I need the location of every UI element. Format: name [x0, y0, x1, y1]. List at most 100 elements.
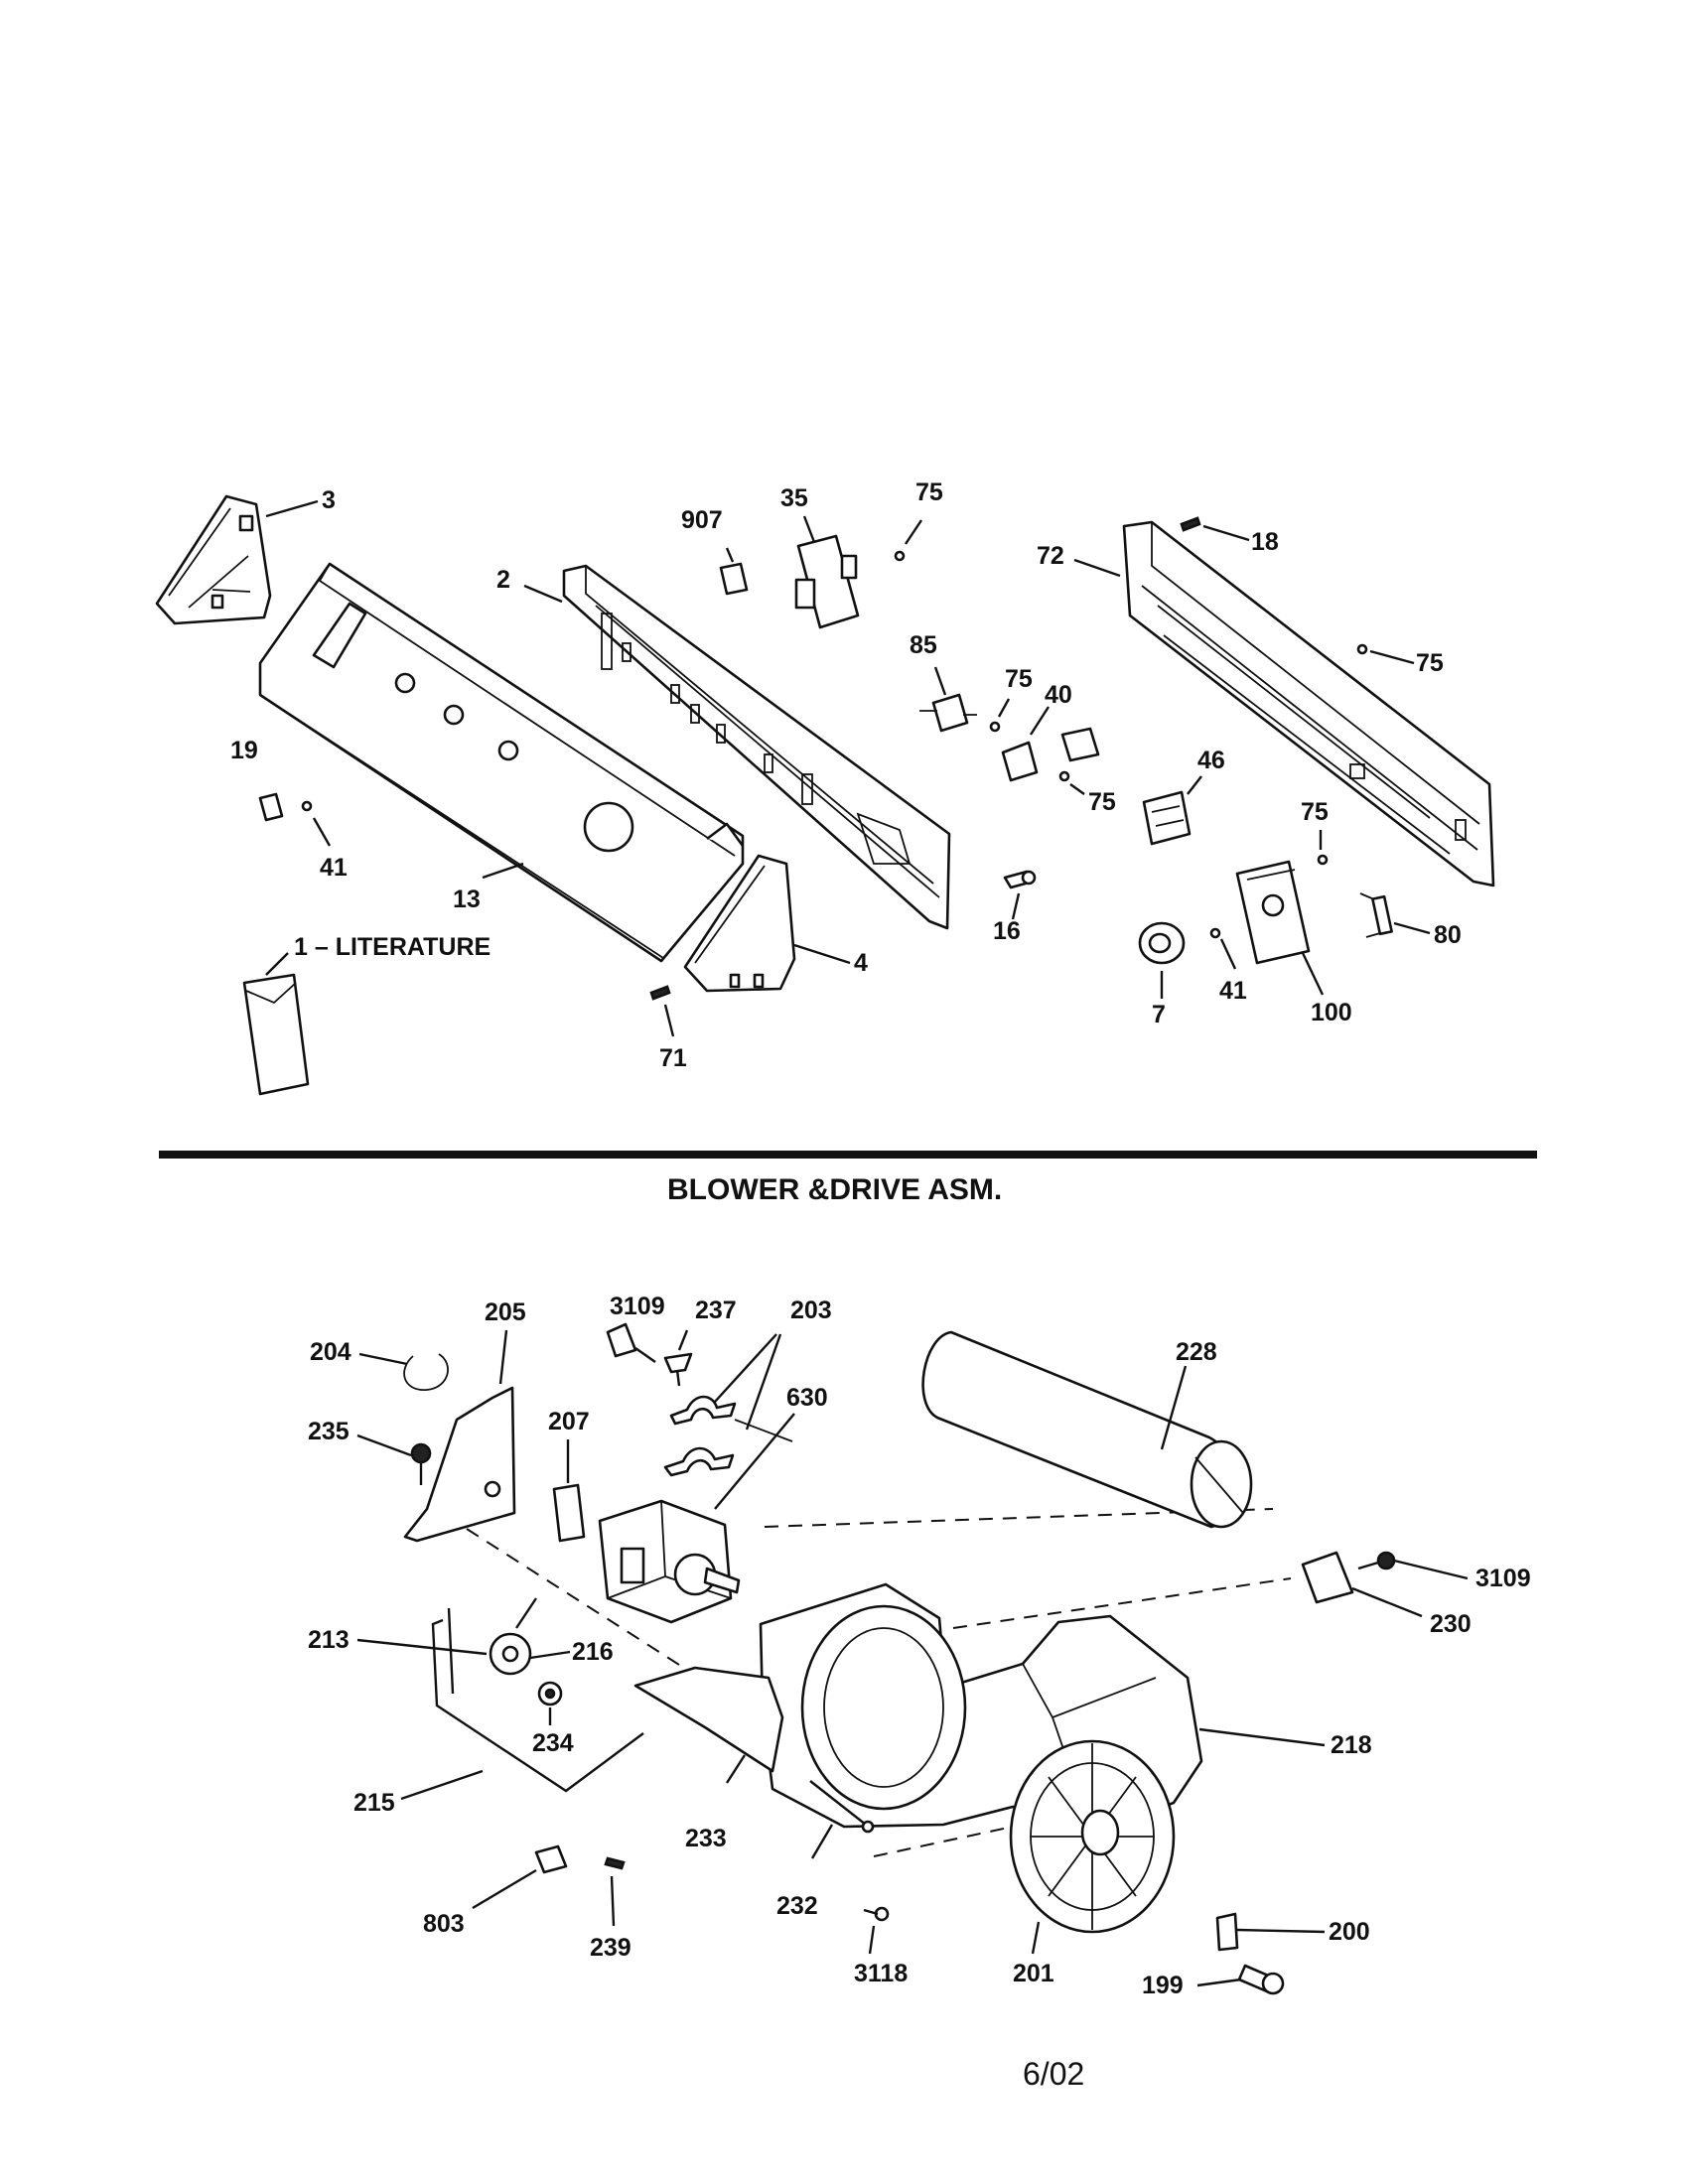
- callout-204: 204: [310, 1338, 351, 1366]
- callout-35: 35: [780, 484, 808, 512]
- callout-218: 218: [1331, 1731, 1372, 1759]
- part-228-duct: [921, 1330, 1253, 1529]
- part-204-clip: [403, 1353, 449, 1391]
- callout-75-mid: 75: [1005, 665, 1033, 693]
- callout-18: 18: [1251, 528, 1279, 556]
- callout-630: 630: [786, 1384, 828, 1412]
- callout-41-right: 41: [1219, 977, 1247, 1005]
- part-203-clamps: [663, 1395, 737, 1477]
- part-46-board: [1142, 790, 1192, 846]
- callout-234: 234: [532, 1729, 574, 1757]
- part-41-screw-left: [301, 800, 313, 812]
- callout-239: 239: [590, 1934, 632, 1962]
- part-235-screw: [410, 1442, 432, 1485]
- callout-200: 200: [1329, 1918, 1370, 1946]
- callout-75-right: 75: [1301, 798, 1329, 826]
- part-3118-screw: [863, 1906, 890, 1922]
- callout-228: 228: [1176, 1338, 1217, 1366]
- callout-3: 3: [322, 486, 336, 514]
- part-230-bracket: [1301, 1551, 1354, 1604]
- part-239-screw: [604, 1856, 626, 1870]
- part-3109-right: [1357, 1551, 1396, 1570]
- footer-date: 6/02: [1023, 2056, 1084, 2092]
- callout-230: 230: [1430, 1610, 1472, 1638]
- callout-72: 72: [1037, 542, 1064, 570]
- part-1-literature: [242, 973, 310, 1096]
- assembly-line-2: [952, 1577, 1292, 1629]
- part-3-left-endcap: [155, 494, 272, 625]
- part-80: [1359, 892, 1393, 938]
- part-207-switch: [552, 1483, 586, 1543]
- part-75-screw-right: [1317, 854, 1329, 866]
- part-85-switch: [919, 693, 977, 733]
- section-title: BLOWER &DRIVE ASM.: [667, 1173, 1002, 1206]
- callout-235: 235: [308, 1418, 350, 1445]
- part-75-screw-panel: [1356, 643, 1368, 655]
- part-75-screw-mid: [989, 721, 1001, 733]
- callout-4: 4: [854, 949, 868, 977]
- callout-41-left: 41: [320, 854, 348, 882]
- callout-16: 16: [993, 917, 1021, 945]
- part-232-rod: [809, 1780, 875, 1834]
- callout-19: 19: [230, 737, 258, 764]
- callout-75-panel: 75: [1416, 649, 1444, 677]
- part-2-mounting-panel: [562, 564, 951, 930]
- part-234-washer: [537, 1681, 563, 1706]
- part-35-switch: [794, 534, 860, 629]
- part-18-screw: [1180, 516, 1201, 532]
- callout-85: 85: [910, 631, 937, 659]
- part-19-clip: [258, 792, 284, 822]
- callout-803: 803: [423, 1910, 465, 1938]
- part-3109-top: [606, 1322, 637, 1358]
- part-201-blower-wheel: [1009, 1739, 1176, 1934]
- section-divider: [159, 1151, 1537, 1159]
- callout-71: 71: [659, 1044, 687, 1072]
- part-199-bolt: [1237, 1964, 1285, 1995]
- callout-3118: 3118: [854, 1960, 908, 1987]
- part-41-screw-right: [1209, 927, 1221, 939]
- callout-1-literature: 1 – LITERATURE: [294, 933, 491, 961]
- callout-215: 215: [353, 1789, 395, 1817]
- assembly-line-3: [764, 1508, 1274, 1528]
- part-75-screw-top: [894, 550, 906, 562]
- part-100-timer: [1235, 860, 1311, 965]
- callout-40: 40: [1045, 681, 1072, 709]
- part-72-back-panel: [1122, 520, 1495, 887]
- callout-46: 46: [1197, 747, 1225, 774]
- assembly-line-1: [466, 1528, 716, 1689]
- callout-75-low: 75: [1088, 788, 1116, 816]
- part-630-motor: [598, 1499, 741, 1624]
- callout-100: 100: [1311, 999, 1352, 1026]
- part-803-switch: [534, 1844, 568, 1874]
- callout-232: 232: [776, 1892, 818, 1920]
- part-213-pulley: [489, 1597, 537, 1676]
- callout-207: 207: [548, 1408, 590, 1435]
- part-4-right-endcap: [683, 854, 796, 993]
- part-233-plate: [633, 1666, 784, 1773]
- part-200-bracket: [1215, 1912, 1239, 1952]
- callout-216: 216: [572, 1638, 614, 1666]
- callout-205: 205: [485, 1298, 526, 1326]
- callout-7: 7: [1152, 1001, 1166, 1028]
- assembly-line-4: [873, 1826, 1014, 1857]
- callout-199: 199: [1142, 1972, 1184, 1999]
- callout-80: 80: [1434, 921, 1462, 949]
- callout-203: 203: [790, 1297, 832, 1324]
- callout-213: 213: [308, 1626, 350, 1654]
- part-237-fastener: [663, 1352, 693, 1387]
- callout-75-top: 75: [915, 478, 943, 506]
- part-205-bracket: [403, 1386, 516, 1543]
- part-907: [719, 562, 749, 596]
- callout-237: 237: [695, 1297, 737, 1324]
- callout-907: 907: [681, 506, 723, 534]
- part-13-console-panel: [258, 562, 745, 963]
- part-75-screw-low: [1058, 770, 1070, 782]
- part-16: [1003, 870, 1037, 889]
- part-71-screw: [649, 985, 671, 1001]
- part-40-switch: [1001, 727, 1100, 782]
- callout-201: 201: [1013, 1960, 1054, 1987]
- part-7-knob: [1138, 921, 1186, 965]
- callout-3109-right: 3109: [1475, 1565, 1531, 1592]
- part-215-idler-arm: [431, 1607, 644, 1793]
